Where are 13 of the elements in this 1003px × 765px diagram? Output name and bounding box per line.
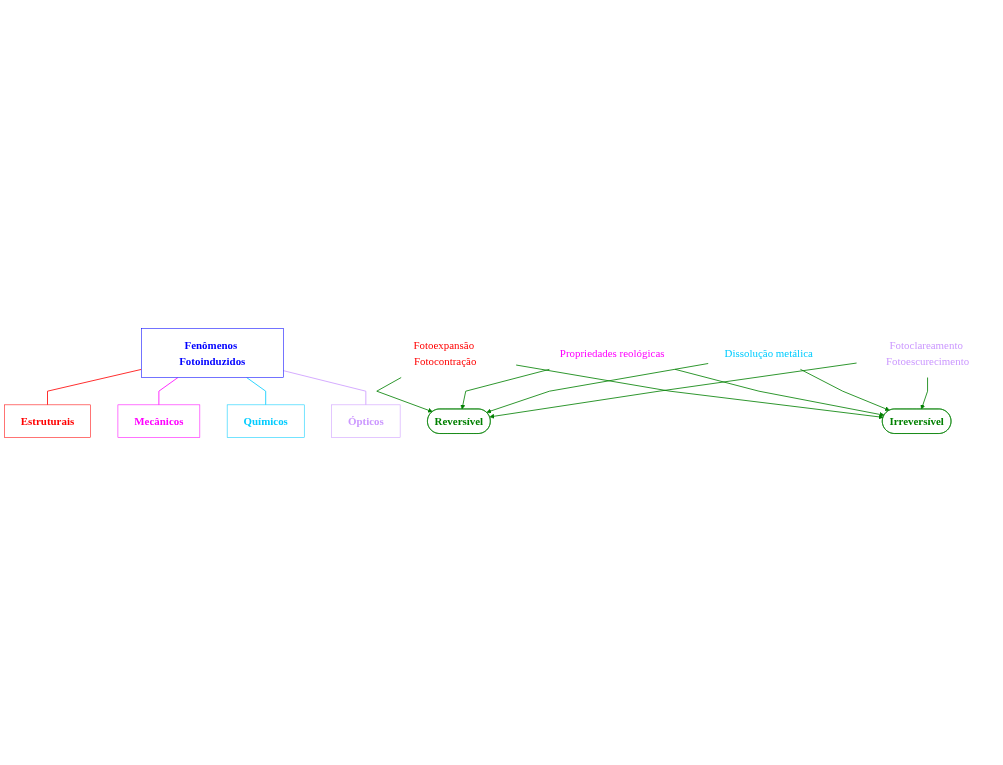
node-text: Dissolução metálica [724,346,813,359]
node-text: Propriedades reológicas [559,346,665,359]
connector [246,376,267,405]
node-box: Estruturais [4,404,91,438]
node-box: Mecânicos [117,404,201,438]
connector [282,369,367,405]
node-text: Fotoexpansão Fotocontração [413,338,477,367]
node-box: Fenômenos Fotoinduzidos [141,327,284,378]
connector [158,376,179,405]
node-box: Ópticos [331,404,401,438]
connector [47,368,142,405]
node-text: Fotoclareamento Fotoescurecimento [886,338,970,367]
node-box: Químicos [226,404,305,438]
